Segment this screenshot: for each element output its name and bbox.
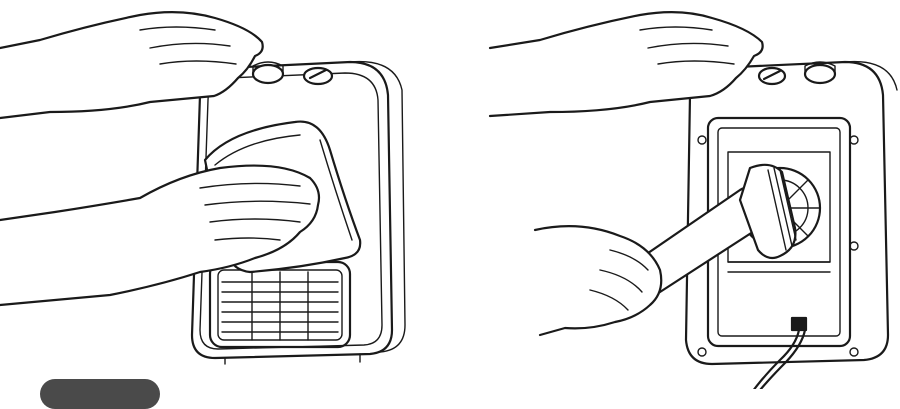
wiping-hand bbox=[0, 166, 319, 305]
wipe-heater-illustration bbox=[0, 0, 450, 389]
panel-wipe-heater bbox=[0, 0, 450, 389]
vacuum-holding-hand bbox=[535, 226, 661, 335]
steadying-hand bbox=[490, 12, 763, 116]
caption-badge bbox=[40, 379, 160, 409]
panel-vacuum-filter bbox=[450, 0, 900, 389]
vacuum-filter-illustration bbox=[450, 0, 900, 389]
heater-grille bbox=[210, 262, 350, 347]
power-cord bbox=[750, 318, 806, 389]
resting-hand bbox=[0, 12, 263, 118]
